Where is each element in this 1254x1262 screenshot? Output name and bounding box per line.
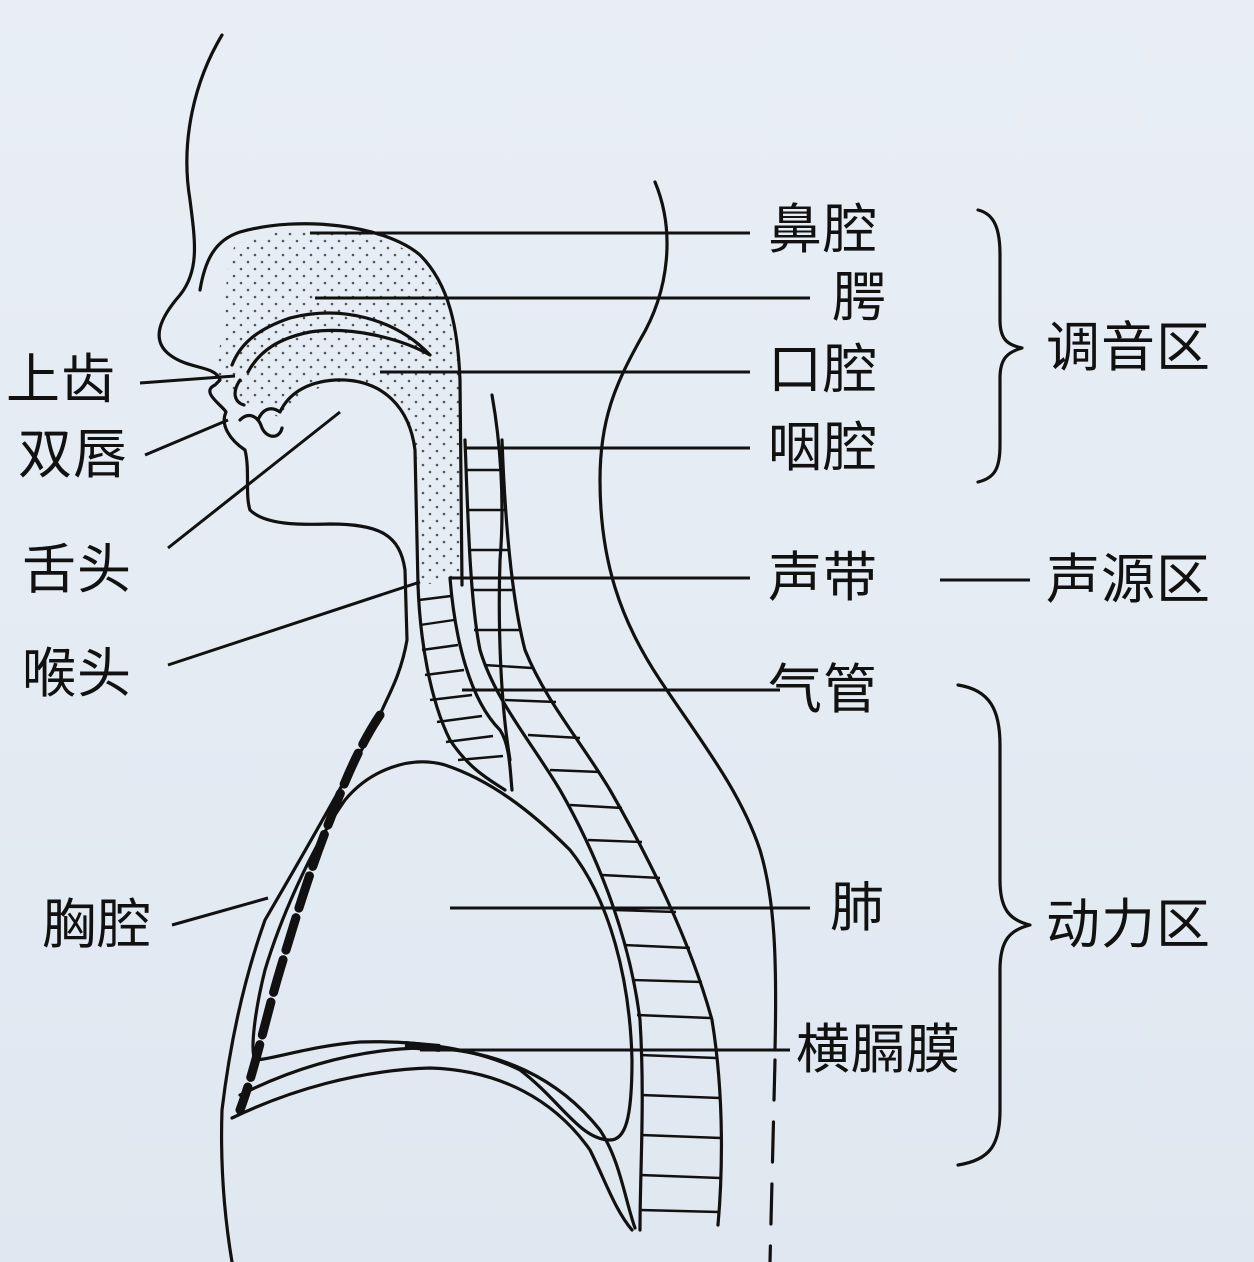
region-articulation: 调音区 xyxy=(1046,316,1211,379)
cartilage-ring xyxy=(587,838,643,844)
brace-power xyxy=(956,683,1032,1167)
cartilage-ring xyxy=(640,1133,722,1140)
cartilage-rings xyxy=(418,468,722,1214)
cartilage-ring xyxy=(636,1013,711,1020)
cartilage-ring xyxy=(429,693,473,702)
label-diaphragm: 横膈膜 xyxy=(796,1018,961,1081)
cartilage-ring xyxy=(419,618,455,627)
chest-wall-ribs xyxy=(235,710,385,1115)
spine-back xyxy=(500,438,724,1227)
brace-articulation xyxy=(976,208,1024,484)
cartilage-ring xyxy=(421,643,459,652)
leader-larynx xyxy=(167,580,421,667)
diaphragm-mark xyxy=(404,1041,441,1052)
diaphragm-upper xyxy=(238,1046,637,1230)
label-palate: 腭 xyxy=(832,266,887,329)
cartilage-ring xyxy=(483,663,533,670)
cartilage-ring xyxy=(601,873,661,880)
leader-thorax xyxy=(171,896,269,927)
neck-back-outline xyxy=(598,180,778,1052)
cartilage-ring xyxy=(613,908,677,914)
cartilage-ring xyxy=(504,698,557,704)
cartilage-ring xyxy=(639,1208,720,1214)
label-vocal-cords: 声带 xyxy=(768,546,878,609)
region-source: 声源区 xyxy=(1046,548,1211,611)
lung-outline xyxy=(251,760,634,1142)
cartilage-ring xyxy=(631,978,703,984)
cartilage-ring xyxy=(424,668,465,677)
label-pharynx: 咽腔 xyxy=(768,416,878,479)
airway-dotted-fill xyxy=(215,229,462,585)
label-tongue: 舌头 xyxy=(22,538,132,601)
cartilage-ring xyxy=(436,714,483,724)
cartilage-ring xyxy=(623,943,691,950)
cartilage-ring xyxy=(549,768,601,774)
trachea-back xyxy=(448,576,514,792)
label-larynx: 喉头 xyxy=(22,642,132,705)
palate-outline xyxy=(230,311,432,374)
trachea-front xyxy=(416,583,507,792)
label-nasal-cavity: 鼻腔 xyxy=(768,198,878,261)
cartilage-ring xyxy=(569,803,623,810)
leader-tongue xyxy=(167,410,341,550)
face-profile xyxy=(157,33,409,1262)
leader-lips xyxy=(144,418,229,457)
label-lung: 肺 xyxy=(830,876,885,939)
label-upper-teeth: 上齿 xyxy=(6,348,116,411)
tongue-outline xyxy=(256,378,420,587)
cartilage-ring xyxy=(445,734,494,744)
cartilage-ring xyxy=(527,733,581,740)
region-power: 动力区 xyxy=(1046,893,1211,956)
cartilage-ring xyxy=(640,1093,721,1100)
label-oral-cavity: 口腔 xyxy=(768,338,878,401)
cartilage-ring xyxy=(639,1173,721,1180)
cartilage-ring xyxy=(639,1053,717,1060)
label-trachea: 气管 xyxy=(768,658,878,721)
label-lips: 双唇 xyxy=(18,423,128,486)
lower-teeth xyxy=(233,378,284,438)
cartilage-ring xyxy=(418,594,452,602)
diaphragm-lower xyxy=(230,1066,634,1232)
cartilage-ring xyxy=(457,754,504,762)
leader-upper-teeth xyxy=(139,374,236,385)
back-dashed-line xyxy=(768,1058,777,1262)
nasal-cavity-outline xyxy=(198,222,464,587)
label-thorax: 胸腔 xyxy=(42,893,152,956)
